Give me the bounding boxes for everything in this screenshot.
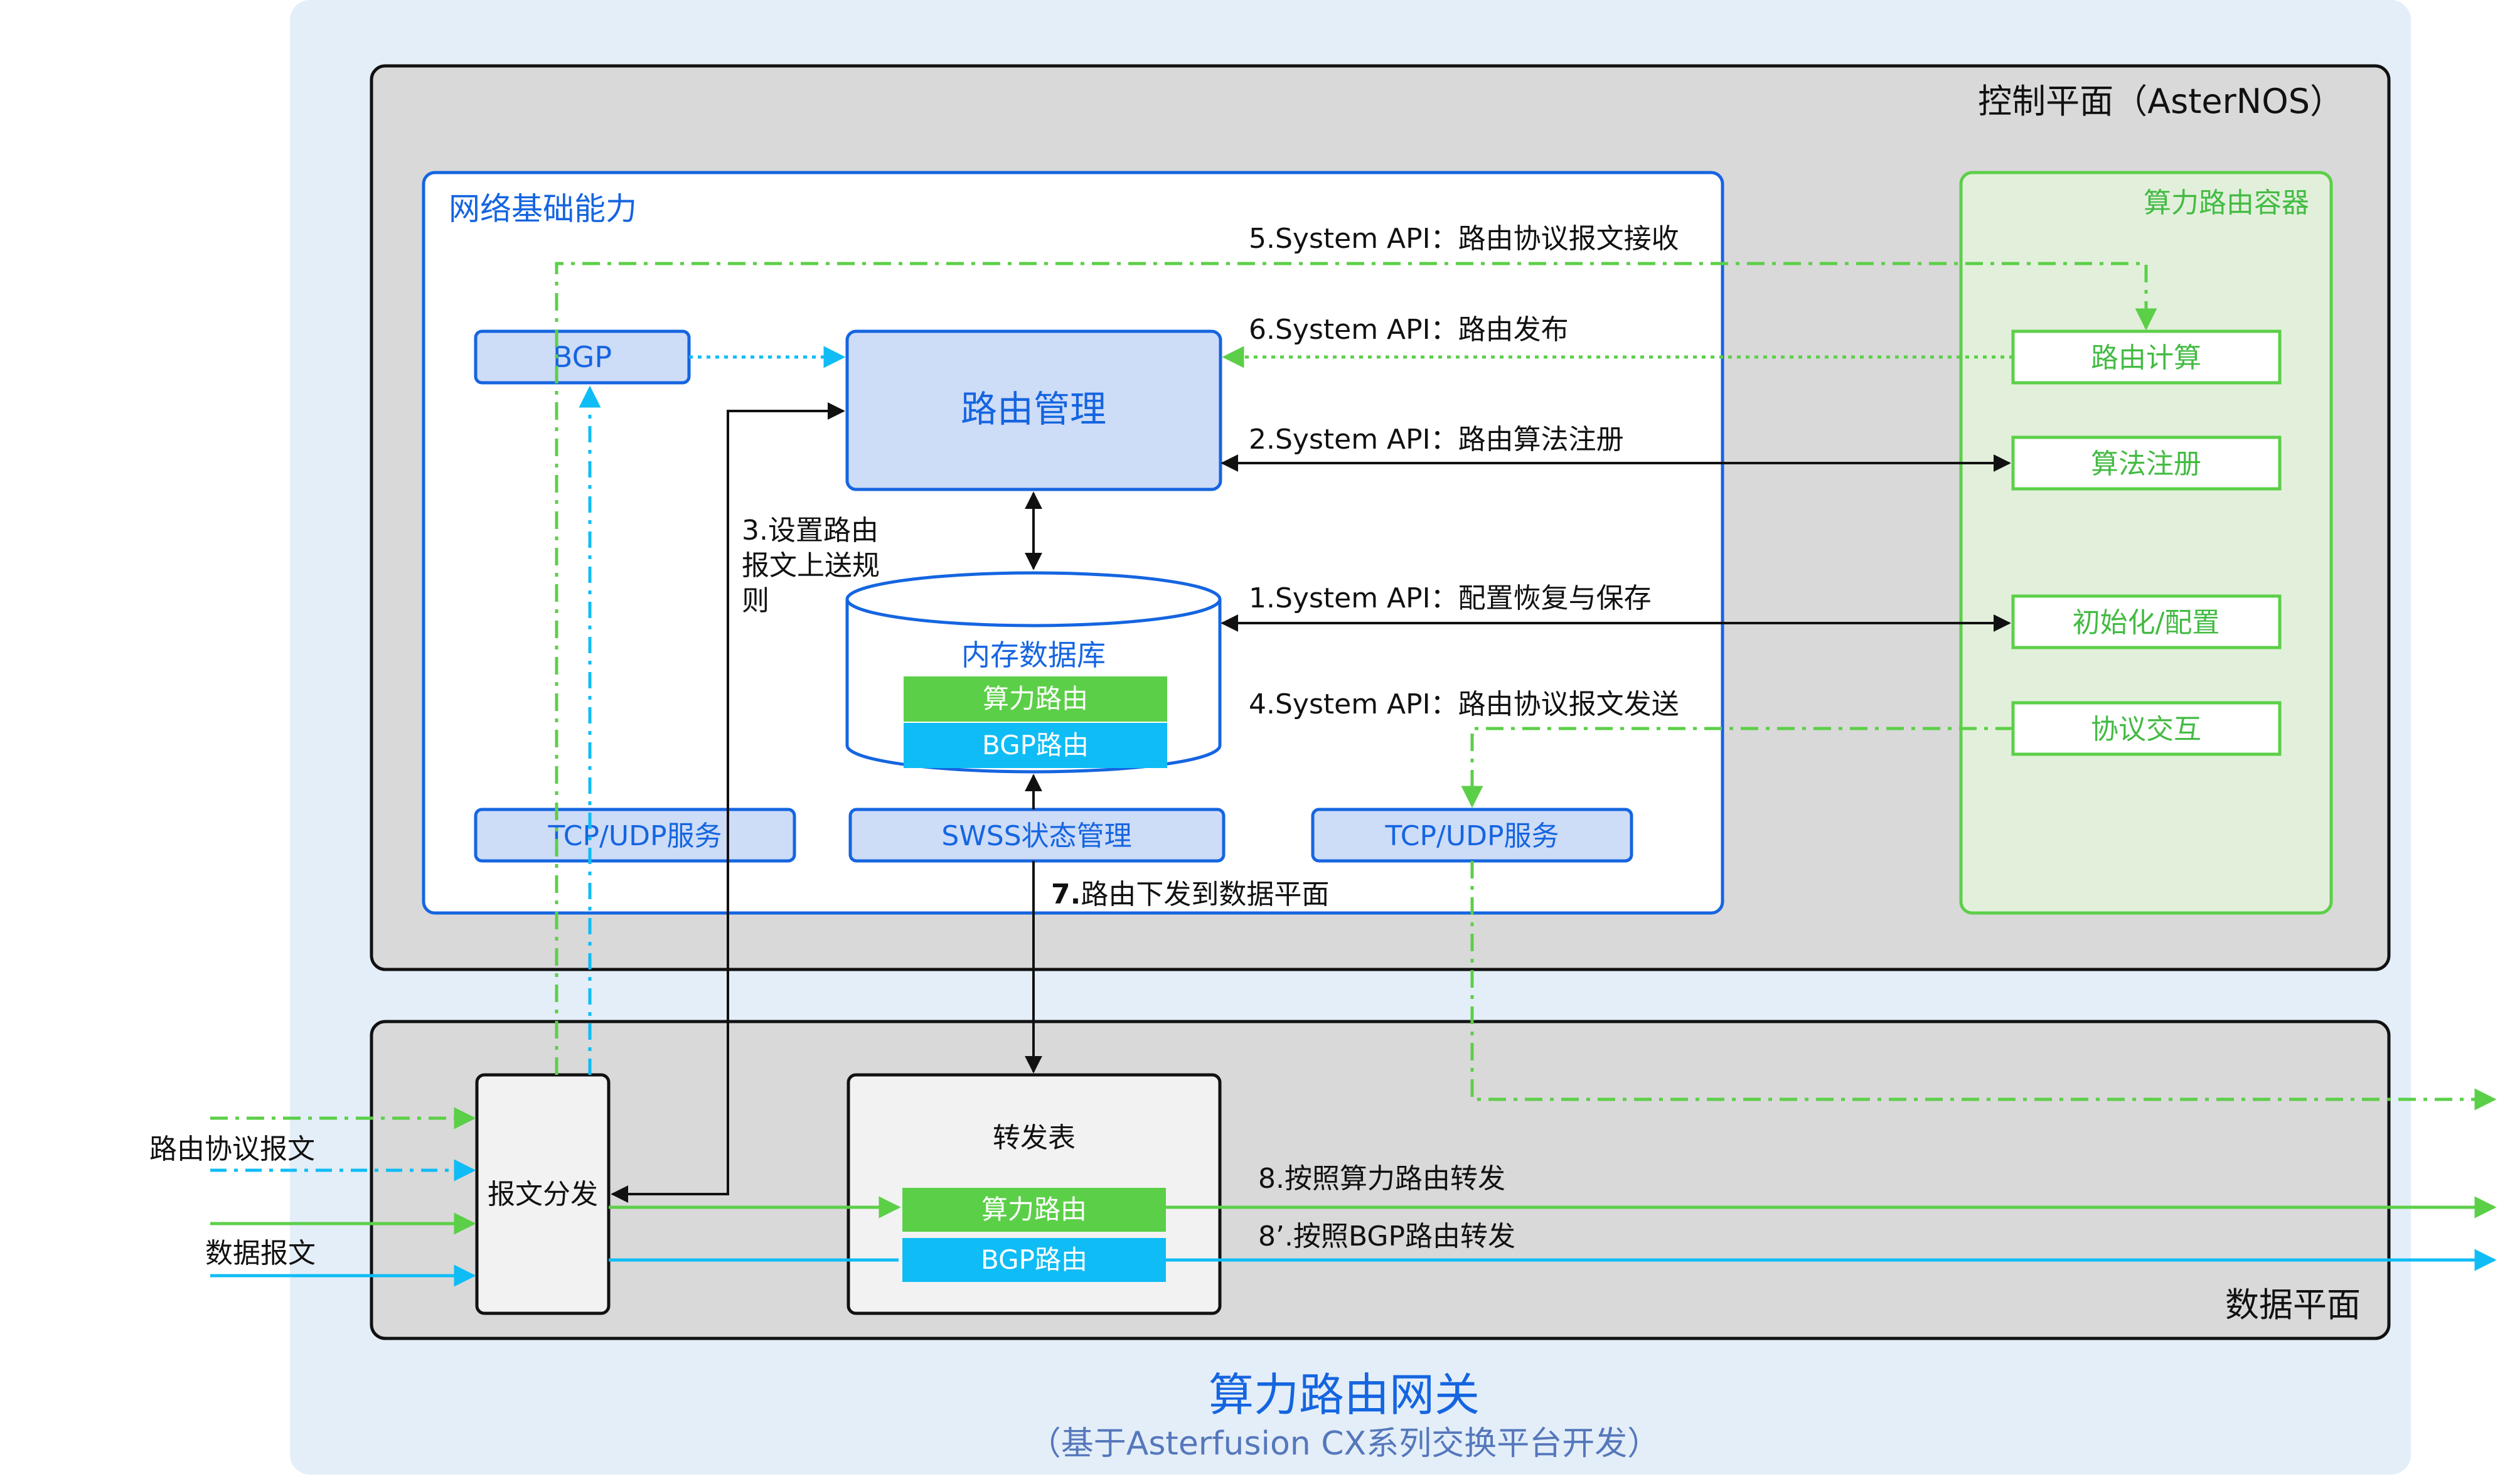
- flow5-line: [555, 262, 2157, 1075]
- flow2-label: 2.System API：路由算法注册: [1249, 424, 1624, 456]
- data-plane-label: 数据平面: [2225, 1285, 2361, 1325]
- container-item-algo-reg: 算法注册: [2011, 435, 2282, 491]
- flow3-label-line1: 3.设置路由: [742, 515, 879, 547]
- flow4-label: 4.System API：路由协议报文发送: [1249, 688, 1679, 720]
- svg-text:TCP/UDP服务: TCP/UDP服务: [548, 820, 722, 852]
- svg-text:路由管理: 路由管理: [961, 388, 1106, 430]
- flow6-label: 6.System API：路由发布: [1249, 314, 1569, 346]
- swss-box: SWSS状态管理: [848, 808, 1226, 863]
- tcp-udp-right-box: TCP/UDP服务: [1311, 808, 1633, 863]
- bgp-box: BGP: [474, 329, 691, 385]
- svg-text:BGP: BGP: [553, 340, 612, 374]
- container-item-init-config: 初始化/配置: [2011, 594, 2282, 649]
- flow7-label: 7.路由下发到数据平面: [1051, 878, 1329, 910]
- flow3-label-line3: 则: [742, 585, 769, 617]
- control-plane-label: 控制平面（AsterNOS）: [1978, 82, 2344, 121]
- db-bgp-route: [904, 723, 1167, 768]
- flow5-label: 5.System API：路由协议报文接收: [1249, 223, 1679, 255]
- forward-table-box: 转发表 算力路由 BGP路由: [847, 1073, 1222, 1315]
- container-label: 算力路由容器: [2144, 187, 2309, 219]
- packet-dispatch-box: 报文分发: [475, 1073, 611, 1315]
- svg-text:协议交互: 协议交互: [2091, 713, 2201, 745]
- container-item-proto-interact: 协议交互: [2011, 701, 2282, 756]
- input-proto-label: 路由协议报文: [149, 1133, 315, 1165]
- flow8p-label: 8’.按照BGP路由转发: [1258, 1220, 1515, 1252]
- compute-route-container: [1959, 171, 2333, 915]
- ft-compute-route: [902, 1188, 1166, 1232]
- flow7-text: 路由下发到数据平面: [1081, 878, 1329, 910]
- flow4-line: [1461, 727, 2013, 808]
- network-core-panel: [422, 171, 1724, 915]
- db-compute-route: [904, 676, 1167, 722]
- tcp-udp-left-box: TCP/UDP服务: [474, 808, 796, 863]
- svg-text:路由计算: 路由计算: [2091, 342, 2201, 374]
- flow3-line: [611, 402, 845, 1203]
- network-core-label: 网络基础能力: [449, 191, 637, 227]
- svg-text:TCP/UDP服务: TCP/UDP服务: [1385, 820, 1559, 852]
- route-mgmt-box: 路由管理: [845, 329, 1222, 491]
- flow8-label: 8.按照算力路由转发: [1258, 1163, 1505, 1195]
- svg-text:BGP路由: BGP路由: [982, 730, 1089, 761]
- svg-text:BGP路由: BGP路由: [981, 1244, 1087, 1275]
- memory-db-label: 内存数据库: [961, 638, 1106, 672]
- container-item-route-calc: 路由计算: [2011, 329, 2282, 385]
- flow1-label: 1.System API：配置恢复与保存: [1249, 582, 1652, 614]
- svg-text:算力路由: 算力路由: [983, 683, 1088, 714]
- svg-text:初始化/配置: 初始化/配置: [2073, 607, 2220, 639]
- ft-bgp-route: [902, 1238, 1166, 1282]
- svg-text:算力路由: 算力路由: [981, 1194, 1087, 1225]
- svg-text:SWSS状态管理: SWSS状态管理: [941, 820, 1131, 852]
- flow3-label-line2: 报文上送规: [742, 550, 880, 582]
- gateway-subtitle: （基于Asterfusion CX系列交换平台开发）: [1028, 1425, 1660, 1463]
- svg-text:报文分发: 报文分发: [488, 1178, 598, 1210]
- flow7-num: 7.: [1051, 878, 1081, 910]
- memory-db: 内存数据库 算力路由 BGP路由: [845, 571, 1222, 774]
- forward-table-label: 转发表: [993, 1122, 1076, 1154]
- input-data-label: 数据报文: [205, 1237, 316, 1269]
- svg-text:算法注册: 算法注册: [2091, 448, 2201, 480]
- flow4-out-line: [1470, 861, 2497, 1111]
- gateway-title: 算力路由网关: [1209, 1369, 1480, 1421]
